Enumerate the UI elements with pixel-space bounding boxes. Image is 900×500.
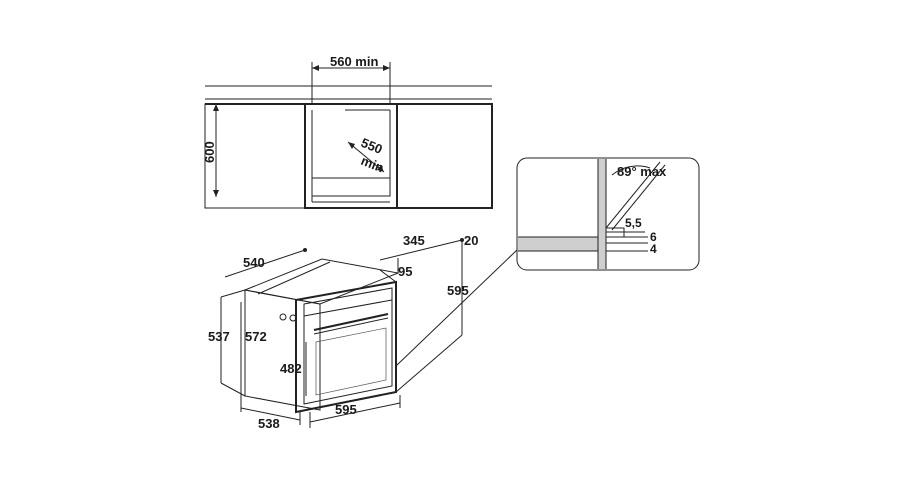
arrow-right-icon [383, 65, 390, 71]
door-handle-lower [313, 317, 389, 335]
total-height-label: 595 [447, 283, 469, 298]
arrow-left-icon [312, 65, 319, 71]
front-offset-line [379, 269, 397, 283]
side-depth-end-dot [303, 248, 307, 252]
detail-door-panel [598, 159, 606, 269]
niche-height-label: 600 [202, 141, 217, 163]
inner-height-label: 572 [245, 329, 267, 344]
arrow-down-icon [213, 190, 219, 197]
detail-angle-label: 89° max [617, 164, 667, 179]
detail-open-door-2 [611, 164, 666, 231]
arrow-diag-end-icon [377, 165, 384, 172]
detail-gap-b-label: 6 [650, 230, 657, 244]
door-height-label: 482 [280, 361, 302, 376]
right-cabinet [396, 103, 493, 209]
niche-width-label: 560 min [330, 54, 378, 69]
side-depth-dim-line [224, 249, 306, 278]
bottom-depth-label: 538 [258, 416, 280, 431]
vent-hole-2 [289, 314, 297, 322]
oven-front-inner [303, 287, 393, 405]
niche-shelf [311, 177, 391, 197]
detail-gap-a-label: 5,5 [625, 216, 642, 230]
oven-niche [304, 103, 398, 209]
oven-side-face [244, 289, 321, 411]
detail-gap-c-label: 4 [650, 242, 657, 256]
niche-depth-unit: min [359, 153, 386, 176]
niche-depth-value: 550 [359, 135, 385, 157]
cabinet-niche-view: 560 min 600 550 min [202, 54, 493, 209]
top-gap-label: 20 [464, 233, 478, 248]
door-handle [313, 313, 389, 331]
control-panel-line [303, 299, 393, 317]
detail-angle-arc [611, 165, 651, 176]
back-frame-line [257, 261, 331, 295]
total-height-ext-line [395, 334, 463, 393]
detail-shelf [518, 237, 598, 251]
vent-hole-1 [279, 313, 287, 321]
detail-frame [516, 157, 700, 271]
oven-width-label: 595 [335, 402, 357, 417]
bottom-depth-dim-line [240, 407, 301, 421]
left-cabinet [204, 103, 306, 209]
hinge-detail-view: 89° max 5,5 6 4 [516, 157, 700, 271]
front-offset-label: 95 [398, 264, 412, 279]
width-dim-line [309, 402, 401, 423]
top-depth-label: 345 [403, 233, 425, 248]
detail-leader-line [395, 249, 518, 367]
body-height-ext-top [220, 289, 246, 298]
side-depth-label: 540 [243, 255, 265, 270]
top-depth-dim-line [379, 239, 463, 261]
arrow-up-icon [213, 104, 219, 111]
body-height-label: 537 [208, 329, 230, 344]
niche-depth-dim-line [347, 141, 385, 173]
oven-isometric-view: 345 20 540 95 595 537 572 482 538 59 [208, 233, 518, 431]
door-window [315, 327, 387, 396]
arrow-diag-start-icon [348, 142, 355, 149]
detail-open-door-1 [605, 161, 661, 229]
